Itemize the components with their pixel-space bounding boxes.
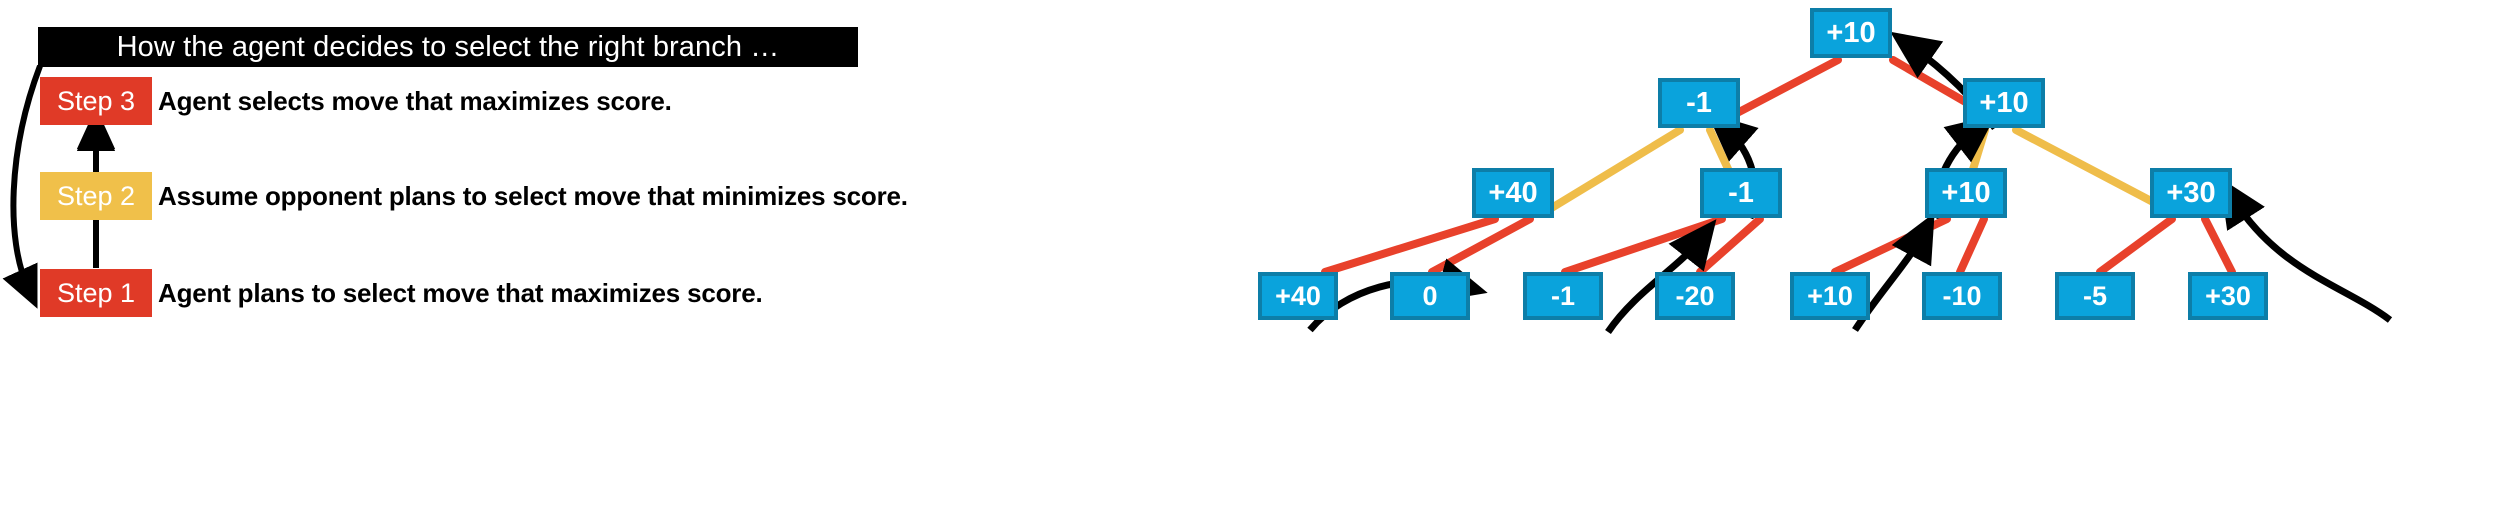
tree-node-level3-0[interactable]: +40: [1472, 168, 1554, 218]
tree-node-level3-1[interactable]: -1: [1700, 168, 1782, 218]
edges-max-leaves: [1321, 215, 2236, 276]
edges-min: [1541, 126, 2176, 216]
page-title: How the agent decides to select the righ…: [38, 27, 858, 67]
tree-node-leaf-7[interactable]: +30: [2188, 272, 2268, 320]
tree-node-leaf-1[interactable]: 0: [1390, 272, 1470, 320]
step-2-badge[interactable]: Step 2: [40, 172, 152, 220]
step-2-description: Assume opponent plans to select move tha…: [158, 181, 908, 211]
step-1-badge[interactable]: Step 1: [40, 269, 152, 317]
tree-node-level2-1[interactable]: +10: [1963, 78, 2045, 128]
step-1-description: Agent plans to select move that maximize…: [158, 278, 763, 308]
tree-node-leaf-5[interactable]: -10: [1922, 272, 2002, 320]
tree-node-level2-0[interactable]: -1: [1658, 78, 1740, 128]
tree-node-leaf-3[interactable]: -20: [1655, 272, 1735, 320]
edges-max-root: [1716, 56, 2004, 126]
tree-node-root[interactable]: +10: [1810, 8, 1892, 58]
tree-node-leaf-0[interactable]: +40: [1258, 272, 1338, 320]
tree-node-leaf-4[interactable]: +10: [1790, 272, 1870, 320]
tree-node-level3-3[interactable]: +30: [2150, 168, 2232, 218]
loop-arrow: [2, 64, 43, 309]
tree-node-level3-2[interactable]: +10: [1925, 168, 2007, 218]
tree-node-leaf-6[interactable]: -5: [2055, 272, 2135, 320]
step-3-badge[interactable]: Step 3: [40, 77, 152, 125]
step-3-description: Agent selects move that maximizes score.: [158, 86, 672, 116]
tree-node-leaf-2[interactable]: -1: [1523, 272, 1603, 320]
